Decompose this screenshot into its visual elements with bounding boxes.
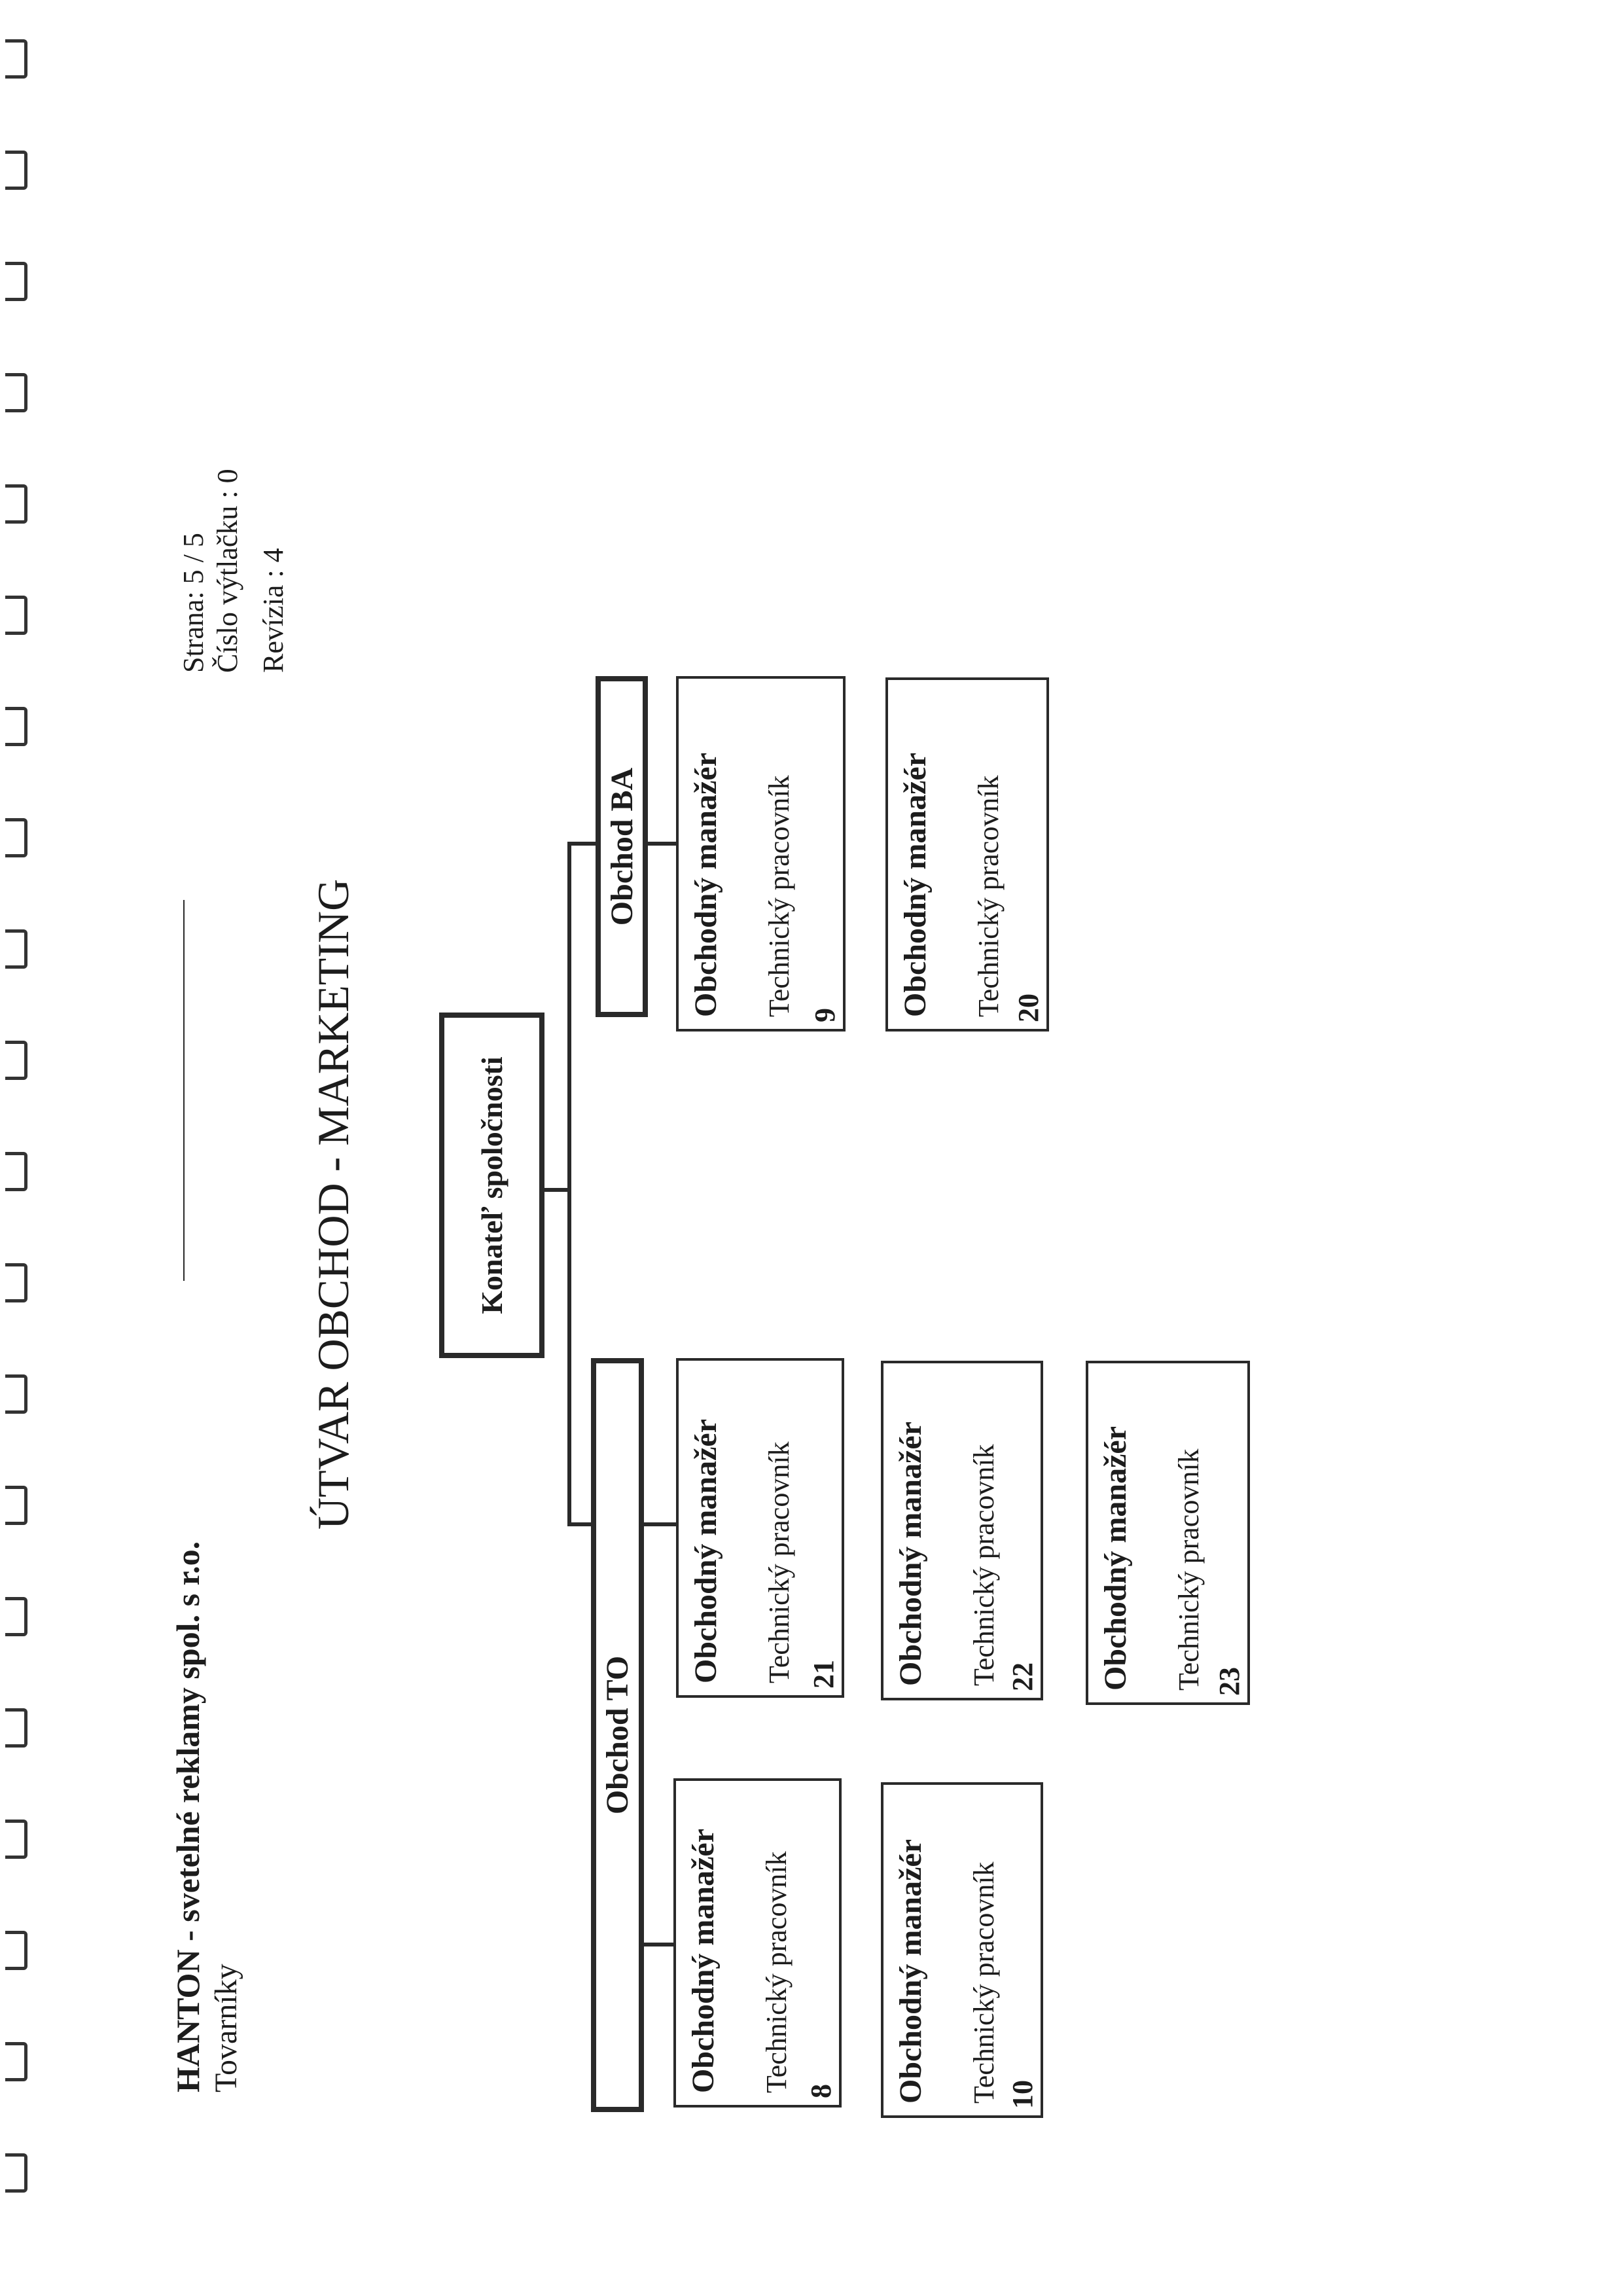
unit-number: 20 <box>1012 994 1044 1022</box>
tech-label: Technický pracovník <box>760 1851 793 2093</box>
unit-box-10: Obchodný manažér Technický pracovník 10 <box>881 1782 1043 2118</box>
page-number: Strana: 5 / 5 <box>177 533 209 673</box>
tech-label: Technický pracovník <box>968 1861 1000 2104</box>
binding-ring <box>5 1374 27 1414</box>
tech-label: Technický pracovník <box>763 775 795 1017</box>
department-label: Obchod BA <box>604 767 639 926</box>
connector <box>648 842 676 846</box>
org-head-box: Konateľ spoločnosti <box>439 1013 544 1358</box>
connector <box>567 842 596 846</box>
connector <box>567 842 571 1526</box>
department-box-obchod-ba: Obchod BA <box>596 676 648 1017</box>
binding-ring <box>5 1597 27 1636</box>
unit-box-20: Obchodný manažér Technický pracovník 20 <box>885 677 1049 1031</box>
manager-label: Obchodný manažér <box>898 752 933 1017</box>
binding-ring <box>5 1931 27 1970</box>
binding-ring <box>5 1708 27 1748</box>
binding-ring <box>5 484 27 524</box>
company-name: HANTON - svetelné reklamy spol. s r.o. <box>169 1541 206 2092</box>
binding-ring <box>5 1152 27 1191</box>
unit-number: 8 <box>805 2084 837 2098</box>
unit-number: 21 <box>808 1660 840 1689</box>
page-title: ÚTVAR OBCHOD - MARKETING <box>308 878 358 1530</box>
connector <box>644 1522 676 1526</box>
binding-ring <box>5 2042 27 2081</box>
unit-box-8: Obchodný manažér Technický pracovník 8 <box>673 1778 842 2108</box>
unit-box-9: Obchodný manažér Technický pracovník 9 <box>676 676 846 1031</box>
binding-ring <box>5 1820 27 1859</box>
binding-ring <box>5 929 27 969</box>
tech-label: Technický pracovník <box>1173 1448 1205 1691</box>
binding-ring <box>5 151 27 190</box>
print-number: Číslo výtlačku : 0 <box>211 469 243 673</box>
connector <box>644 1943 673 1946</box>
tech-label: Technický pracovník <box>968 1444 1000 1686</box>
binding-ring <box>5 1263 27 1302</box>
unit-box-22: Obchodný manažér Technický pracovník 22 <box>881 1361 1043 1700</box>
binding-ring <box>5 373 27 412</box>
binding-ring <box>5 596 27 635</box>
manager-label: Obchodný manažér <box>1098 1426 1133 1691</box>
binding-ring <box>5 39 27 79</box>
binding-ring <box>5 262 27 301</box>
binding-ring <box>5 1486 27 1525</box>
unit-box-21: Obchodný manažér Technický pracovník 21 <box>676 1358 844 1698</box>
header-divider <box>183 900 185 1281</box>
department-box-obchod-to: Obchod TO <box>591 1358 644 2112</box>
manager-label: Obchodný manažér <box>893 1421 928 1686</box>
unit-number: 23 <box>1213 1667 1245 1696</box>
unit-number: 22 <box>1007 1662 1039 1691</box>
unit-box-23: Obchodný manažér Technický pracovník 23 <box>1086 1361 1250 1705</box>
unit-number: 9 <box>809 1008 841 1022</box>
org-head-label: Konateľ spoločnosti <box>475 1056 508 1314</box>
binding-ring <box>5 1041 27 1080</box>
binding-ring <box>5 818 27 857</box>
binding-ring <box>5 707 27 746</box>
manager-label: Obchodný manažér <box>688 752 723 1017</box>
revision: Revízia : 4 <box>257 548 289 673</box>
tech-label: Technický pracovník <box>763 1441 795 1683</box>
tech-label: Technický pracovník <box>972 775 1005 1017</box>
manager-label: Obchodný manažér <box>686 1828 721 2093</box>
manager-label: Obchodný manažér <box>893 1839 928 2104</box>
department-label: Obchod TO <box>600 1655 635 1815</box>
manager-label: Obchodný manažér <box>688 1418 723 1683</box>
unit-number: 10 <box>1007 2080 1039 2109</box>
spiral-binding <box>0 0 52 2296</box>
company-location: Tovarníky <box>209 1964 243 2092</box>
binding-ring <box>5 2153 27 2193</box>
